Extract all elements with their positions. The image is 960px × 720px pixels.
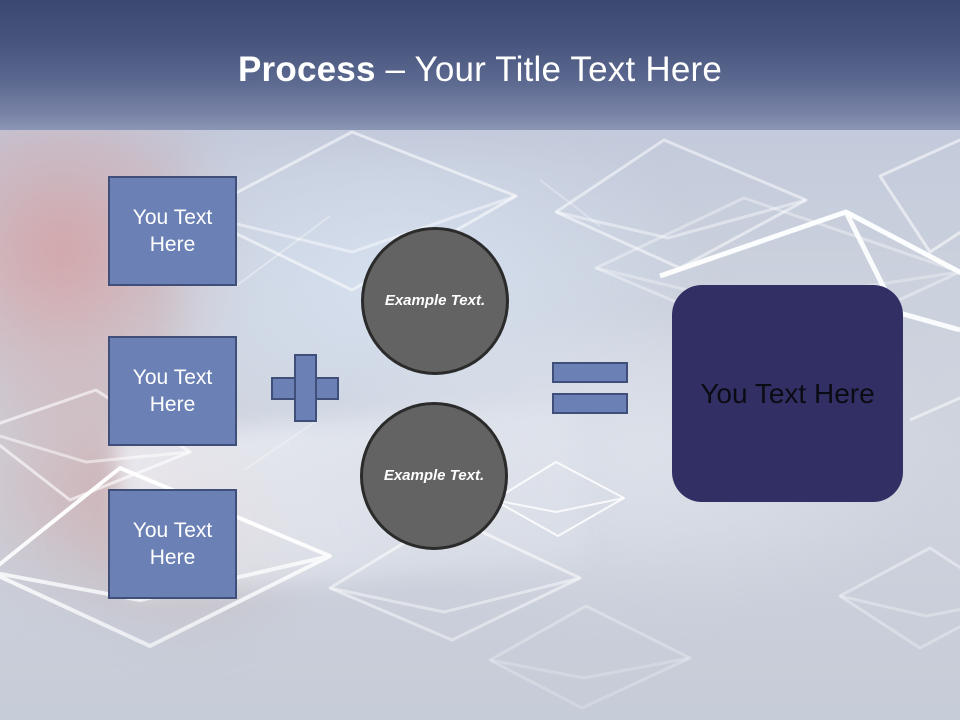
input-box-2-label: You Text Here <box>132 366 213 416</box>
result-box-label: You Text Here <box>700 377 875 409</box>
page-title-bold: Process <box>238 50 376 89</box>
equals-top-bar <box>552 362 628 383</box>
equals-bottom-bar <box>552 393 628 414</box>
page-title-dash: – <box>375 50 415 89</box>
example-circle-2-label: Example Text. <box>383 467 485 484</box>
plus-icon <box>271 354 339 422</box>
input-box-3-label: You Text Here <box>132 519 213 569</box>
plus-center-fill <box>296 379 315 398</box>
header-band: Process – Your Title Text Here <box>0 0 960 130</box>
input-box-3[interactable]: You Text Here <box>108 489 237 599</box>
page-title-rest: Your Title Text Here <box>414 50 722 89</box>
page-title: Process – Your Title Text Here <box>0 50 960 90</box>
example-circle-1[interactable]: Example Text. <box>361 227 509 375</box>
result-box[interactable]: You Text Here <box>672 285 903 502</box>
input-box-1[interactable]: You Text Here <box>108 176 237 286</box>
input-box-1-label: You Text Here <box>132 206 213 256</box>
input-box-2[interactable]: You Text Here <box>108 336 237 446</box>
example-circle-1-label: Example Text. <box>384 292 486 309</box>
example-circle-2[interactable]: Example Text. <box>360 402 508 550</box>
equals-icon <box>552 362 628 414</box>
